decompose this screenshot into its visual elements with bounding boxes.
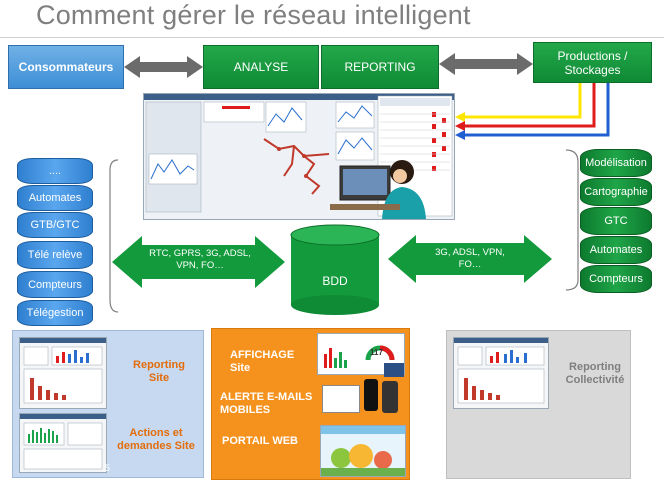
page-title: Comment gérer le réseau intelligent <box>36 0 471 30</box>
reporting-site-label: Reporting Site <box>133 359 185 384</box>
left-stack-item-tele-releve: Télé relève <box>17 241 93 269</box>
portail-web-label: PORTAIL WEB <box>222 435 298 447</box>
bdd-cylinder <box>290 224 380 315</box>
panel-affichage: AFFICHAGE Site ALERTE E-MAILS MOBILES PO… <box>211 328 410 480</box>
left-stack-item-compteurs: Compteurs <box>17 271 93 298</box>
green-double-arrow-left <box>112 236 285 288</box>
portail-web-thumbnail <box>320 425 406 477</box>
title-divider <box>0 37 664 38</box>
right-arrow-protocols: 3G, ADSL, VPN, FO… <box>435 247 505 270</box>
actions-demandes-label: Actions et demandes Site <box>117 427 195 452</box>
consommateurs-box: Consommateurs <box>8 45 124 89</box>
left-stack-bracket <box>109 159 119 313</box>
reporting-site-thumbnail <box>19 337 107 409</box>
snowflake-tile <box>384 363 404 377</box>
tablet-device <box>322 385 360 413</box>
alerte-emails-label: ALERTE E-MAILS MOBILES <box>220 391 313 416</box>
actions-site-thumbnail <box>19 413 107 473</box>
right-stack-item-gtc: GTC <box>580 207 652 235</box>
right-stack-item-compteurs: Compteurs <box>580 265 652 293</box>
productions-stockages-box: Productions / Stockages <box>533 42 652 83</box>
affichage-site-label: AFFICHAGE Site <box>230 349 295 374</box>
monitoring-screenshot-art <box>144 94 454 219</box>
gauge-value: 117 <box>370 348 383 357</box>
blue-connector-line <box>461 83 610 137</box>
page-number: 5 <box>105 463 111 473</box>
monitoring-screenshot <box>143 93 455 220</box>
left-arrow-protocols: RTC, GPRS, 3G, ADSL, VPN, FO… <box>149 248 251 271</box>
reporting-collectivite-label: Reporting Collectivité <box>565 361 625 386</box>
left-stack-item-telegestion: Télégestion <box>17 300 93 326</box>
gray-double-arrow-left <box>124 56 203 78</box>
phone-device-1 <box>364 379 378 411</box>
yellow-connector-line <box>461 83 582 119</box>
reporting-box: REPORTING <box>321 45 439 89</box>
gray-double-arrow-right <box>439 53 533 75</box>
bdd-label: BDD <box>322 274 348 288</box>
green-double-arrow-right <box>388 235 552 283</box>
panel-reporting-site: Reporting Site Actions et demandes Site … <box>12 330 204 478</box>
left-stack-item-gtb-gtc: GTB/GTC <box>17 212 93 238</box>
reporting-collectivite-thumbnail <box>453 337 549 409</box>
right-stack-item-cartographie: Cartographie <box>580 178 652 206</box>
analyse-box: ANALYSE <box>203 45 319 89</box>
right-stack-bracket <box>565 149 579 291</box>
right-stack-item-modelisation: Modélisation <box>580 149 652 177</box>
left-stack-item-automates: Automates <box>17 185 93 211</box>
phone-device-2 <box>382 381 398 413</box>
red-connector-line <box>461 83 596 128</box>
left-stack-item-dots: .... <box>17 158 93 184</box>
panel-reporting-collectivite: Reporting Collectivité <box>446 330 631 479</box>
right-stack-item-automates: Automates <box>580 236 652 264</box>
